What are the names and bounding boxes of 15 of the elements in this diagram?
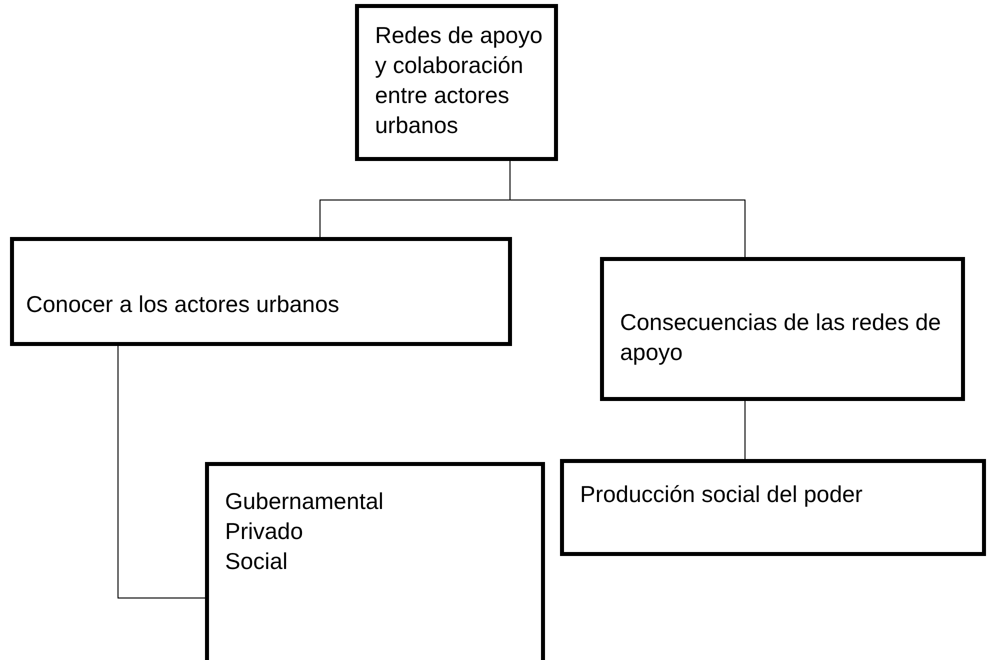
box-text: Redes de apoyo y colaboración entre actores urbanos [375,21,544,140]
box-text: Privado [225,517,304,546]
box-text: Social [225,547,289,576]
connector-line [510,160,746,258]
text-box [205,462,545,660]
box-text: Gubernamental [225,487,385,516]
text-box [355,4,558,161]
box-text: Consecuencias de las redes de apoyo [620,308,942,367]
box-text: Producción social del poder [580,480,864,509]
text-box [600,257,965,401]
text-box [560,459,986,556]
connector-line [118,346,206,598]
text-box [10,237,512,346]
connector-line [744,400,746,460]
box-text: Conocer a los actores urbanos [26,290,340,319]
